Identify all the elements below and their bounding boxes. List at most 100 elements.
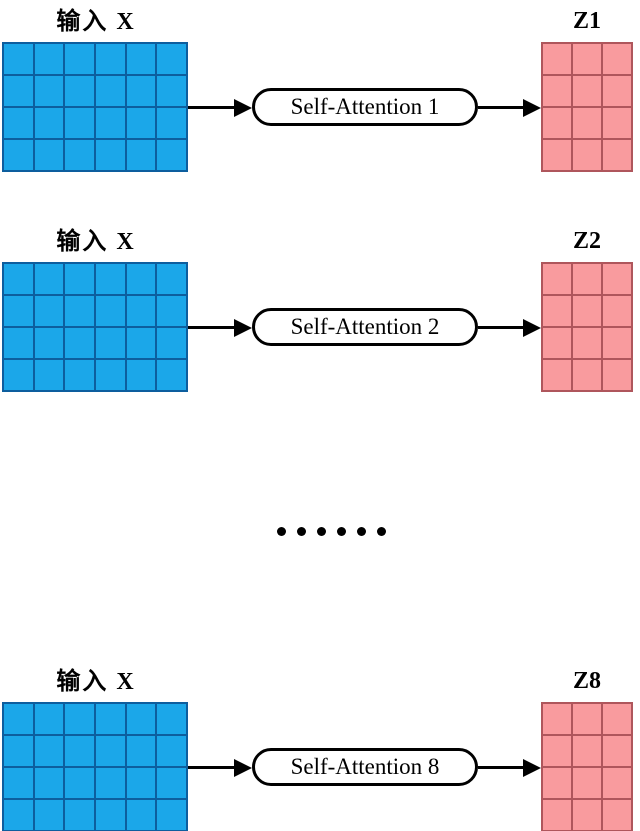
matrix-cell xyxy=(4,140,33,170)
matrix-cell xyxy=(157,140,186,170)
arrowhead-icon xyxy=(523,98,541,117)
arrow-attention-to-output xyxy=(478,766,527,769)
matrix-cell xyxy=(34,328,64,358)
output-matrix xyxy=(541,262,633,392)
self-attention-label: Self-Attention 1 xyxy=(290,94,440,119)
matrix-cell xyxy=(126,328,156,358)
matrix-cell xyxy=(543,44,571,74)
matrix-cell xyxy=(4,264,33,294)
input-label-variable: X xyxy=(116,9,134,35)
matrix-cell xyxy=(95,768,125,798)
matrix-cell xyxy=(34,76,64,106)
matrix-cell xyxy=(573,296,601,326)
self-attention-block-1: Self-Attention 1 xyxy=(252,88,478,126)
matrix-cell xyxy=(573,140,601,170)
attention-row-8: 输入 X Self-Attention 8 Z8 xyxy=(0,664,640,831)
matrix-cell xyxy=(603,44,631,74)
matrix-cell xyxy=(573,768,601,798)
matrix-cell xyxy=(34,800,64,830)
matrix-cell xyxy=(126,108,156,138)
arrowhead-icon xyxy=(523,758,541,777)
matrix-cell xyxy=(34,108,64,138)
matrix-cell xyxy=(34,704,64,734)
matrix-cell xyxy=(95,76,125,106)
matrix-cell xyxy=(543,768,571,798)
arrow-input-to-attention xyxy=(188,326,238,329)
matrix-cell xyxy=(34,736,64,766)
matrix-cell xyxy=(603,800,631,830)
matrix-cell xyxy=(126,768,156,798)
matrix-cell xyxy=(4,736,33,766)
matrix-cell xyxy=(4,44,33,74)
dot xyxy=(317,527,326,536)
matrix-cell xyxy=(95,108,125,138)
matrix-cell xyxy=(543,704,571,734)
matrix-cell xyxy=(34,44,64,74)
matrix-cell xyxy=(126,76,156,106)
matrix-cell xyxy=(126,44,156,74)
arrow-input-to-attention xyxy=(188,766,238,769)
matrix-cell xyxy=(65,76,94,106)
input-label-cn: 输入 xyxy=(56,7,109,35)
matrix-cell xyxy=(126,296,156,326)
input-matrix-label: 输入 X xyxy=(2,664,188,698)
matrix-cell xyxy=(603,76,631,106)
matrix-cell xyxy=(34,296,64,326)
matrix-cell xyxy=(95,360,125,390)
dot xyxy=(277,527,286,536)
matrix-cell xyxy=(543,736,571,766)
matrix-cell xyxy=(65,264,94,294)
matrix-cell xyxy=(126,140,156,170)
matrix-cell xyxy=(603,108,631,138)
matrix-cell xyxy=(95,704,125,734)
matrix-cell xyxy=(543,76,571,106)
input-label-cn: 输入 xyxy=(56,667,109,695)
matrix-cell xyxy=(543,800,571,830)
input-matrix-label: 输入 X xyxy=(2,4,188,38)
matrix-cell xyxy=(603,296,631,326)
matrix-cell xyxy=(65,736,94,766)
matrix-cell xyxy=(157,704,186,734)
matrix-cell xyxy=(65,140,94,170)
matrix-cell xyxy=(157,800,186,830)
self-attention-label: Self-Attention 2 xyxy=(290,314,440,339)
matrix-cell xyxy=(34,360,64,390)
output-matrix-label: Z8 xyxy=(572,668,601,694)
dot xyxy=(337,527,346,536)
input-label-variable: X xyxy=(116,669,134,695)
matrix-cell xyxy=(603,328,631,358)
matrix-cell xyxy=(603,264,631,294)
matrix-cell xyxy=(34,140,64,170)
matrix-cell xyxy=(95,264,125,294)
matrix-cell xyxy=(157,736,186,766)
matrix-cell xyxy=(603,768,631,798)
dot xyxy=(357,527,366,536)
matrix-cell xyxy=(65,328,94,358)
input-matrix xyxy=(2,262,188,392)
matrix-cell xyxy=(4,704,33,734)
matrix-cell xyxy=(4,328,33,358)
matrix-cell xyxy=(126,800,156,830)
matrix-cell xyxy=(95,140,125,170)
dot xyxy=(297,527,306,536)
matrix-cell xyxy=(573,108,601,138)
matrix-cell xyxy=(126,264,156,294)
output-matrix-label: Z1 xyxy=(572,8,601,34)
arrow-attention-to-output xyxy=(478,106,527,109)
matrix-cell xyxy=(95,44,125,74)
matrix-cell xyxy=(573,704,601,734)
matrix-cell xyxy=(4,800,33,830)
matrix-cell xyxy=(543,328,571,358)
matrix-cell xyxy=(4,108,33,138)
matrix-cell xyxy=(157,108,186,138)
arrow-input-to-attention xyxy=(188,106,238,109)
matrix-cell xyxy=(65,800,94,830)
matrix-cell xyxy=(4,360,33,390)
matrix-cell xyxy=(65,360,94,390)
matrix-cell xyxy=(95,800,125,830)
matrix-cell xyxy=(65,108,94,138)
matrix-cell xyxy=(4,76,33,106)
self-attention-block-8: Self-Attention 8 xyxy=(252,748,478,786)
matrix-cell xyxy=(157,264,186,294)
